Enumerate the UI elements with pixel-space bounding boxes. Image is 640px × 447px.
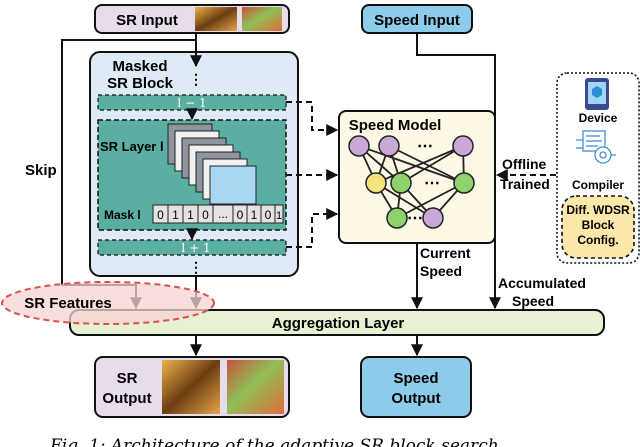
sr-output-label-1: SR bbox=[117, 370, 138, 387]
skip-label: Skip bbox=[25, 162, 57, 179]
speed-input-box: Speed Input bbox=[361, 4, 473, 34]
mask-label: Mask l bbox=[104, 208, 141, 222]
mask-ellipsis: ... bbox=[218, 207, 228, 221]
butterfly-output-icon bbox=[162, 360, 220, 414]
figure-caption: Fig. 1: Architecture of the adaptive SR … bbox=[49, 436, 499, 447]
sr-input-box: SR Input bbox=[94, 4, 290, 34]
sr-features-ellipse: SR Features bbox=[1, 281, 215, 325]
offline-label: Offline bbox=[502, 156, 547, 172]
accumulated-speed-label-2: Speed bbox=[512, 293, 554, 309]
sr-output-label-2: Output bbox=[102, 390, 151, 407]
aggregation-layer: Aggregation Layer bbox=[69, 309, 605, 336]
layer-prev-label: l − 1 bbox=[177, 96, 206, 110]
dots-top: ⋮ bbox=[189, 71, 203, 87]
phone-device-icon bbox=[585, 78, 609, 110]
sr-layer-label: SR Layer l bbox=[100, 139, 164, 154]
mask-bits: 0 1 1 0 ... 0 1 0 1 bbox=[152, 204, 284, 224]
speed-input-flow bbox=[416, 33, 501, 310]
sr-input-label: SR Input bbox=[116, 12, 178, 29]
butterfly-thumbnail-icon bbox=[195, 7, 237, 31]
config-label-1: Diff. WDSR bbox=[566, 203, 630, 217]
speed-model-title: Speed Model bbox=[349, 117, 442, 134]
config-label-2: Block bbox=[582, 218, 615, 232]
config-label-3: Config. bbox=[577, 233, 618, 247]
sr-output-box: SR Output bbox=[94, 356, 290, 418]
mask-bit: 1 bbox=[172, 208, 179, 222]
mask-bit: 0 bbox=[157, 208, 164, 222]
mask-bit: 0 bbox=[202, 208, 209, 222]
nn-dots-3: ⋯ bbox=[407, 210, 423, 227]
training-config-panel: Device Compiler Diff. WDSR Block Config. bbox=[556, 72, 640, 264]
block-to-speed-model-links bbox=[286, 101, 339, 248]
dots-bottom: ⋮ bbox=[189, 259, 203, 275]
speed-input-label: Speed Input bbox=[374, 12, 460, 29]
speed-output-box: Speed Output bbox=[360, 356, 472, 418]
device-label: Device bbox=[579, 111, 618, 125]
compiler-icon bbox=[576, 130, 616, 164]
flower-output-icon bbox=[227, 360, 284, 414]
config-blob bbox=[561, 195, 635, 259]
compiler-label: Compiler bbox=[572, 178, 624, 192]
masked-block-title-2: SR Block bbox=[107, 75, 174, 92]
current-speed-label-2: Speed bbox=[420, 263, 462, 279]
masked-sr-block: Masked SR Block ⋮ l − 1 SR Layer l Mask … bbox=[89, 51, 299, 277]
speed-model: Speed Model ⋯ ⋯ ⋯ bbox=[338, 110, 496, 244]
mask-bit: 1 bbox=[251, 208, 258, 222]
flower-thumbnail-icon bbox=[242, 7, 282, 31]
mask-bit: 0 bbox=[265, 208, 272, 222]
neural-net-nodes-icon bbox=[348, 135, 475, 229]
mask-bit: 1 bbox=[187, 208, 194, 222]
aggregation-label: Aggregation Layer bbox=[272, 315, 405, 332]
masked-block-title-1: Masked bbox=[112, 58, 167, 75]
current-speed-label-1: Current bbox=[420, 245, 471, 261]
accumulated-speed-label-1: Accumulated bbox=[498, 275, 586, 291]
feature-map-stack-icon bbox=[167, 123, 257, 205]
mask-bit: 0 bbox=[237, 208, 244, 222]
output-arrows bbox=[190, 335, 423, 357]
mask-bit: 1 bbox=[276, 210, 282, 222]
speed-output-label-1: Speed bbox=[393, 370, 438, 387]
nn-dots-1: ⋯ bbox=[417, 138, 433, 155]
sr-features-label: SR Features bbox=[24, 295, 112, 312]
trained-label: Trained bbox=[500, 176, 550, 192]
layer-next-label: l + 1 bbox=[181, 241, 210, 255]
nn-dots-2: ⋯ bbox=[424, 175, 440, 192]
speed-output-label-2: Output bbox=[391, 390, 440, 407]
